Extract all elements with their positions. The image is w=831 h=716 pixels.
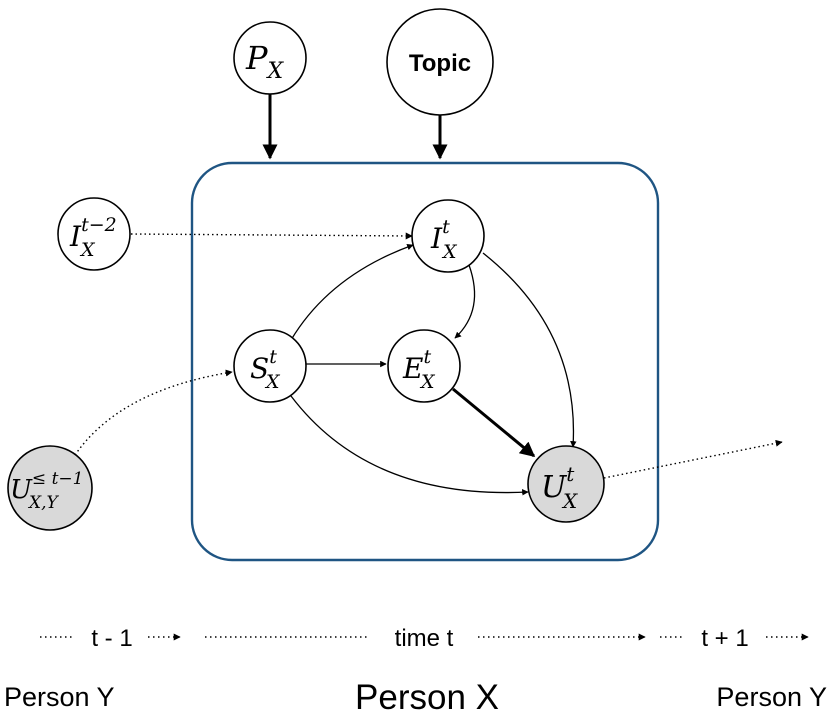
edge-et-to-ut (452, 387, 536, 458)
node-u-t: Ut X (527, 445, 605, 523)
node-s-t-sup: t (269, 346, 277, 368)
node-i-t-sub: X (441, 241, 458, 263)
timeline-current-label: time t (395, 625, 454, 652)
svg-text:It−2: It−2 (69, 214, 117, 253)
svg-text:Et: Et (402, 346, 431, 385)
svg-text:PX: PX (245, 39, 285, 84)
node-i-prev-sup: t−2 (81, 214, 117, 236)
node-topic: Topic (386, 8, 494, 116)
timeline-next-label: t + 1 (701, 625, 748, 652)
node-e-t-sup: t (423, 346, 431, 368)
node-i-prev-base: I (69, 220, 82, 253)
node-u-prev: U≤ t−1 X,Y (7, 445, 93, 531)
edge-uprev-to-st (74, 369, 233, 456)
node-u-prev-sub: X,Y (27, 493, 60, 513)
node-i-prev-sub: X (79, 239, 96, 261)
svg-text:St: St (250, 346, 277, 385)
node-u-t-sup: t (566, 462, 575, 486)
person-center-label: Person X (355, 678, 499, 716)
svg-text:Ut: Ut (541, 462, 575, 505)
node-s-t: St X (233, 329, 307, 403)
svg-text:U≤ t−1: U≤ t−1 (10, 469, 83, 505)
node-i-prev: It−2 X (57, 197, 131, 271)
node-u-prev-sup: ≤ t−1 (32, 469, 84, 489)
edge-it-to-ut (482, 252, 577, 448)
node-topic-label: Topic (409, 50, 471, 77)
edge-st-to-it (290, 243, 414, 341)
node-px-base: P (245, 39, 268, 77)
person-left-label: Person Y (4, 682, 115, 712)
node-e-t-sub: X (419, 371, 436, 393)
node-e-t: Et X (387, 329, 461, 403)
node-i-t-base: I (430, 222, 443, 255)
person-right-label: Person Y (716, 682, 827, 712)
node-u-prev-base: U (10, 475, 33, 505)
time-plate (190, 161, 660, 562)
edge-st-to-ut (290, 395, 529, 496)
edge-iprev-to-it (130, 232, 413, 240)
node-u-t-base: U (541, 470, 568, 505)
node-i-t: It X (411, 199, 485, 273)
node-px-sub: X (266, 59, 285, 84)
node-s-t-sub: X (264, 371, 281, 393)
node-u-t-sub: X (561, 489, 578, 513)
timeline: t - 1 time t t + 1 (40, 625, 809, 652)
node-i-t-sup: t (442, 216, 450, 238)
edge-ut-to-next (603, 439, 783, 479)
node-px: PX (233, 21, 307, 95)
edge-it-to-et (454, 264, 476, 339)
node-e-t-base: E (402, 352, 423, 385)
node-s-t-base: S (250, 352, 269, 385)
svg-text:It: It (430, 216, 450, 255)
timeline-prev-label: t - 1 (91, 625, 132, 652)
